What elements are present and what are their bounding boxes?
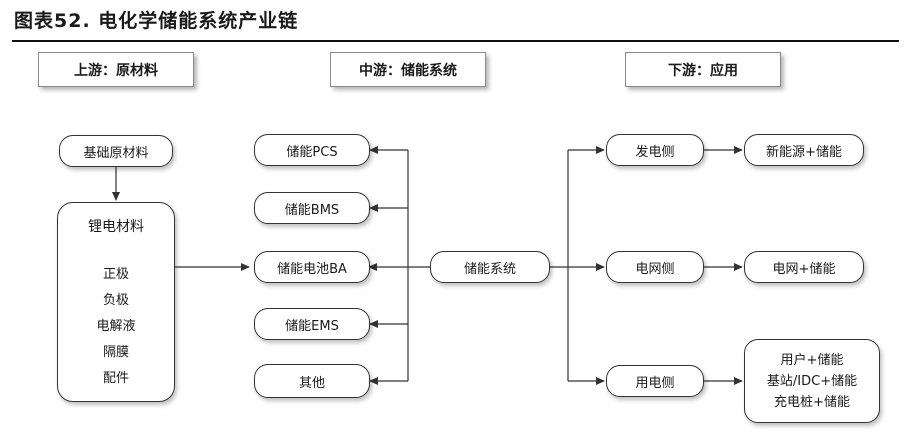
node-renewable-storage: 新能源+储能 xyxy=(744,134,864,166)
node-grid-side: 电网侧 xyxy=(606,251,704,283)
header-downstream: 下游：应用 xyxy=(625,52,781,87)
lithium-item-electrolyte: 电解液 xyxy=(96,319,136,334)
lithium-item-cathode: 正极 xyxy=(102,267,129,282)
node-pcs: 储能PCS xyxy=(254,134,370,166)
node-user-applications: 用户+储能 基站/IDC+储能 充电桩+储能 xyxy=(744,339,880,423)
user-app-charging-storage: 充电桩+储能 xyxy=(774,394,850,410)
header-upstream: 上游：原材料 xyxy=(38,52,194,87)
page-title: 图表52. 电化学储能系统产业链 xyxy=(14,10,299,32)
node-battery: 储能电池BA xyxy=(254,251,370,283)
user-app-user-storage: 用户+储能 xyxy=(780,352,844,368)
user-app-idc-storage: 基站/IDC+储能 xyxy=(766,373,858,389)
lithium-item-separator: 隔膜 xyxy=(102,345,129,360)
node-generation-side: 发电侧 xyxy=(606,134,704,166)
title-divider xyxy=(12,40,899,42)
node-ems: 储能EMS xyxy=(254,308,370,340)
node-user-side: 用电侧 xyxy=(606,365,704,397)
lithium-item-anode: 负极 xyxy=(102,293,129,308)
lithium-item-accessories: 配件 xyxy=(102,371,129,386)
node-bms: 储能BMS xyxy=(254,192,370,224)
lithium-title: 锂电材料 xyxy=(88,219,144,235)
node-storage-system: 储能系统 xyxy=(430,251,550,283)
node-lithium-materials: 锂电材料 正极 负极 电解液 隔膜 配件 xyxy=(57,202,175,402)
header-midstream: 中游：储能系统 xyxy=(330,52,486,87)
node-grid-storage: 电网+储能 xyxy=(744,251,864,283)
node-raw-materials: 基础原材料 xyxy=(59,135,173,167)
node-other: 其他 xyxy=(254,364,370,398)
